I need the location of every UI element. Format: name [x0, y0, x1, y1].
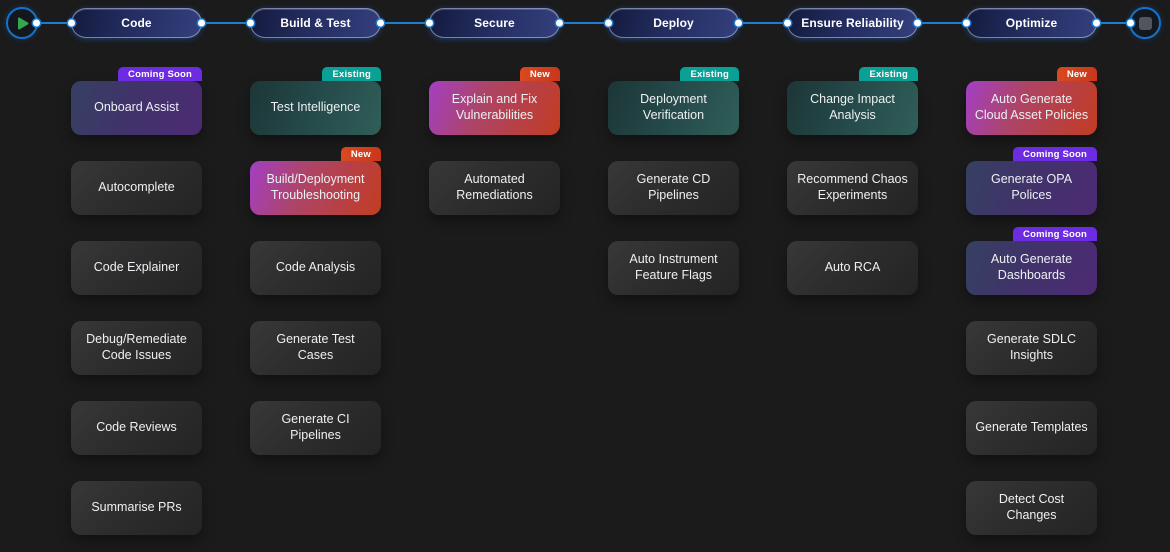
stage-pill-build-test[interactable]: Build & Test [247, 8, 384, 38]
feature-card-generate-ci-pipelines[interactable]: Generate CI Pipelines [250, 401, 381, 455]
stage-pill-secure[interactable]: Secure [426, 8, 563, 38]
connector-dot [377, 19, 384, 27]
feature-card-code-explainer[interactable]: Code Explainer [71, 241, 202, 295]
connector-dot [68, 19, 75, 27]
status-badge: Coming Soon [1013, 147, 1097, 161]
status-badge: New [340, 147, 381, 161]
feature-card-generate-sdlc-insights[interactable]: Generate SDLC Insights [966, 321, 1097, 375]
feature-card-generate-test-cases[interactable]: Generate Test Cases [250, 321, 381, 375]
feature-card-label: Generate CI Pipelines [281, 412, 350, 442]
feature-card-label: Code Analysis [275, 260, 356, 275]
run-pipeline-button[interactable] [6, 7, 40, 39]
feature-card-label: Explain and Fix Vulnerabilities [451, 92, 538, 122]
feature-card-label: Change Impact Analysis [810, 92, 895, 122]
connector-dot [33, 19, 40, 27]
feature-card-label: Automated Remediations [456, 172, 533, 202]
feature-card-code-analysis[interactable]: Code Analysis [250, 241, 381, 295]
feature-card-label: Test Intelligence [270, 100, 361, 115]
feature-card-label: Onboard Assist [94, 100, 179, 115]
feature-card-label: Code Explainer [93, 260, 180, 275]
connector-dot [735, 19, 742, 27]
feature-card-label: Auto Generate Cloud Asset Policies [974, 92, 1089, 122]
connector-dot [605, 19, 612, 27]
stage-pill-label: Optimize [1005, 16, 1058, 30]
feature-card-recommend-chaos-experiments[interactable]: Recommend Chaos Experiments [787, 161, 918, 215]
pipeline-connector-line [40, 22, 1129, 24]
feature-card-label: Summarise PRs [91, 500, 182, 515]
feature-card-automated-remediations[interactable]: Automated Remediations [429, 161, 560, 215]
stage-pill-deploy[interactable]: Deploy [605, 8, 742, 38]
feature-card-label: Generate Templates [975, 420, 1088, 435]
stage-pill-optimize[interactable]: Optimize [963, 8, 1100, 38]
feature-card-generate-templates[interactable]: Generate Templates [966, 401, 1097, 455]
feature-card-summarise-prs[interactable]: Summarise PRs [71, 481, 202, 535]
connector-dot [914, 19, 921, 27]
feature-card-label: Generate CD Pipelines [636, 172, 711, 202]
status-badge: Existing [859, 67, 918, 81]
feature-card-label: Generate OPA Polices [990, 172, 1073, 202]
connector-dot [198, 19, 205, 27]
feature-card-label: Auto RCA [824, 260, 881, 275]
stop-icon [1138, 16, 1152, 30]
feature-card-label: Deployment Verification [640, 92, 707, 122]
stage-pill-label: Ensure Reliability [801, 16, 904, 30]
connector-dot [963, 19, 970, 27]
feature-card-label: Autocomplete [98, 180, 175, 195]
play-icon [17, 17, 28, 29]
feature-card-code-reviews[interactable]: Code Reviews [71, 401, 202, 455]
feature-card-label: Recommend Chaos Experiments [797, 172, 908, 202]
feature-card-label: Debug/Remediate Code Issues [86, 332, 187, 362]
connector-dot [1127, 19, 1134, 27]
connector-dot [1093, 19, 1100, 27]
connector-dot [426, 19, 433, 27]
feature-card-label: Detect Cost Changes [998, 492, 1065, 522]
status-badge: Coming Soon [1013, 227, 1097, 241]
stop-pipeline-button[interactable] [1127, 7, 1161, 39]
status-badge: Coming Soon [118, 67, 202, 81]
connector-dot [556, 19, 563, 27]
feature-card-label: Generate SDLC Insights [987, 332, 1076, 362]
feature-card-auto-rca[interactable]: Auto RCA [787, 241, 918, 295]
feature-card-label: Generate Test Cases [276, 332, 355, 362]
connector-dot [784, 19, 791, 27]
stage-pill-label: Code [121, 16, 152, 30]
connector-dot [247, 19, 254, 27]
feature-card-autocomplete[interactable]: Autocomplete [71, 161, 202, 215]
feature-card-debug-remediate-code-issues[interactable]: Debug/Remediate Code Issues [71, 321, 202, 375]
feature-card-label: Build/Deployment Troubleshooting [266, 172, 365, 202]
stage-pills-bar: Code Build & Test Secure Deploy Ensure Relia… [68, 8, 1100, 38]
stage-pill-code[interactable]: Code [68, 8, 205, 38]
status-badge: Existing [322, 67, 381, 81]
feature-card-detect-cost-changes[interactable]: Detect Cost Changes [966, 481, 1097, 535]
status-badge: Existing [680, 67, 739, 81]
stage-pill-label: Secure [474, 16, 515, 30]
feature-card-label: Code Reviews [96, 420, 177, 435]
feature-card-auto-instrument-feature-flags[interactable]: Auto Instrument Feature Flags [608, 241, 739, 295]
stage-pill-label: Deploy [653, 16, 694, 30]
status-badge: New [519, 67, 560, 81]
stage-pill-label: Build & Test [280, 16, 351, 30]
status-badge: New [1056, 67, 1097, 81]
feature-card-label: Auto Generate Dashboards [990, 252, 1073, 282]
feature-card-label: Auto Instrument Feature Flags [629, 252, 718, 282]
stage-pill-ensure-reliability[interactable]: Ensure Reliability [784, 8, 921, 38]
feature-card-generate-cd-pipelines[interactable]: Generate CD Pipelines [608, 161, 739, 215]
